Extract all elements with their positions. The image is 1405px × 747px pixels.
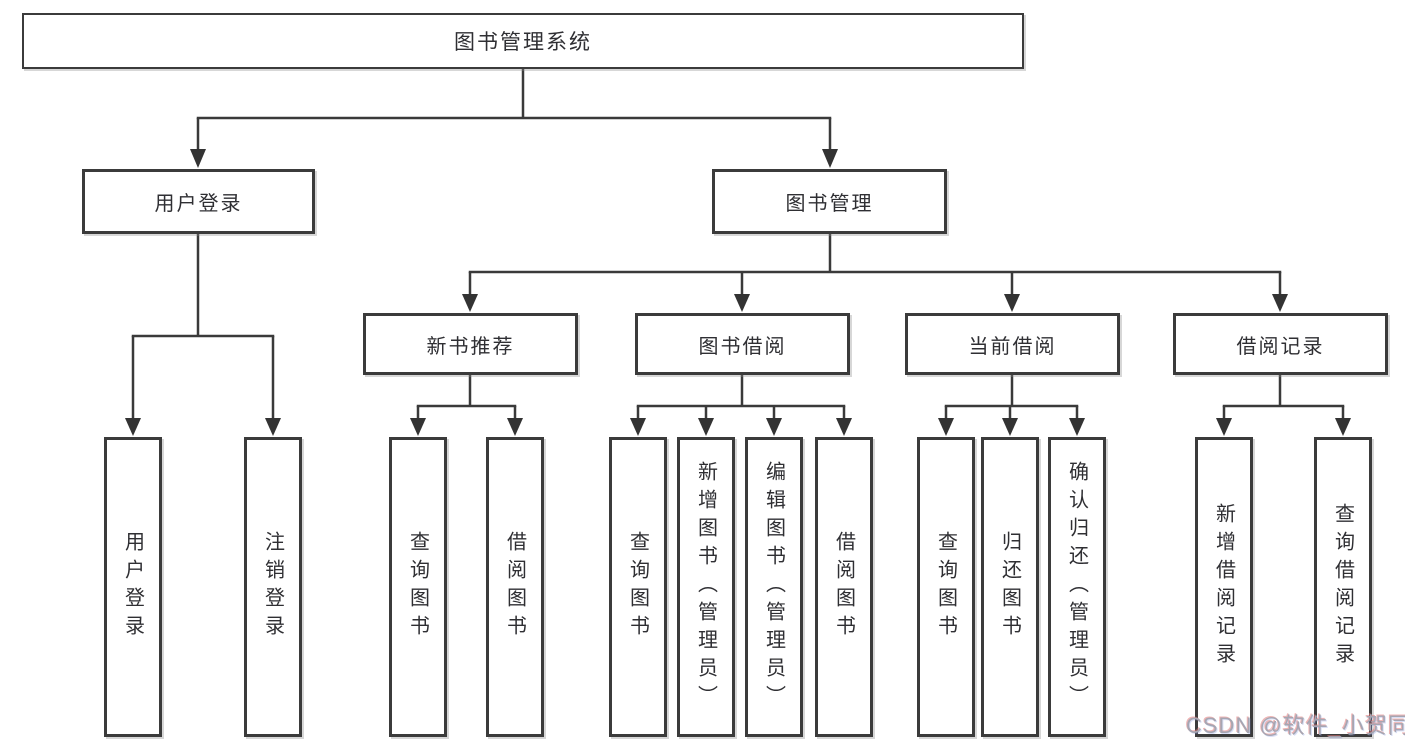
node-leaf-query-borrow-record: 查询借阅记录 [1314, 437, 1372, 737]
node-book-borrowing: 图书借阅 [635, 313, 850, 375]
node-leaf-query-books-recommend: 查询图书 [389, 437, 447, 737]
node-current-borrowing: 当前借阅 [905, 313, 1120, 375]
node-leaf-add-borrow-record: 新增借阅记录 [1195, 437, 1253, 737]
node-user-login: 用户登录 [82, 169, 315, 234]
node-leaf-confirm-return-admin: 确认归还（管理员） [1048, 437, 1106, 737]
node-root-system: 图书管理系统 [22, 13, 1024, 69]
node-leaf-query-books-current: 查询图书 [917, 437, 975, 737]
node-leaf-user-login: 用户登录 [104, 437, 162, 737]
node-leaf-borrow-books: 借阅图书 [815, 437, 873, 737]
node-leaf-query-books-borrow: 查询图书 [609, 437, 667, 737]
node-leaf-return-books: 归还图书 [981, 437, 1039, 737]
node-book-management: 图书管理 [712, 169, 947, 234]
node-leaf-edit-books-admin: 编辑图书（管理员） [745, 437, 803, 737]
node-new-book-recommend: 新书推荐 [363, 313, 578, 375]
node-leaf-add-books-admin: 新增图书（管理员） [677, 437, 735, 737]
node-leaf-logout: 注销登录 [244, 437, 302, 737]
csdn-watermark: CSDN @软件_小贺同学 [1186, 713, 1405, 738]
node-leaf-borrow-books-recommend: 借阅图书 [486, 437, 544, 737]
node-borrowing-records: 借阅记录 [1173, 313, 1388, 375]
